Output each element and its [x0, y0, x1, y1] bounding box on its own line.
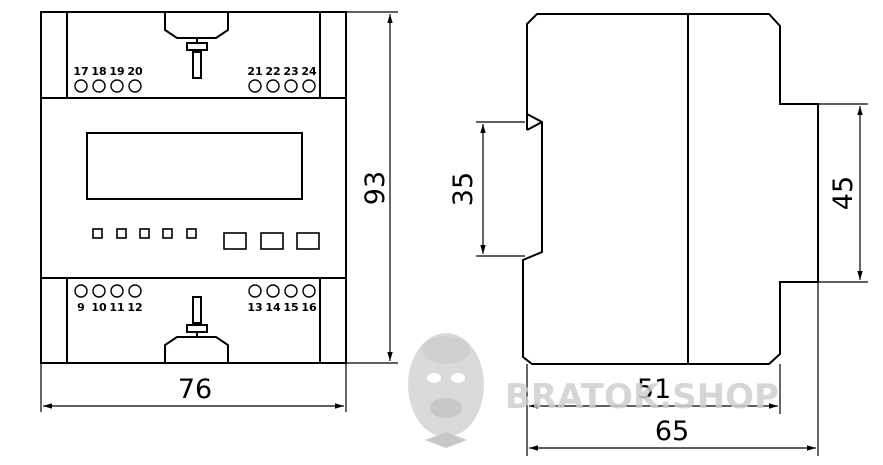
- terminal-label: 9: [77, 301, 85, 314]
- bottom-screws: [74, 284, 316, 298]
- width-label: 76: [178, 374, 212, 405]
- top-clip-stem: [192, 51, 202, 79]
- terminal-screw: [248, 79, 262, 93]
- terminal-label: 23: [283, 65, 298, 78]
- terminal-screw: [92, 284, 106, 298]
- terminal-screw: [248, 284, 262, 298]
- bottom-clip-stem: [192, 296, 202, 324]
- terminal-label: 20: [127, 65, 143, 78]
- terminal-label: 14: [265, 301, 281, 314]
- side-view: [522, 13, 819, 365]
- front-depth-label: 45: [828, 176, 859, 210]
- terminal-screw: [284, 79, 298, 93]
- side-dimensions: [476, 103, 868, 456]
- indicator: [186, 228, 197, 239]
- indicator: [116, 228, 127, 239]
- terminal-screw: [266, 284, 280, 298]
- indicator: [139, 228, 150, 239]
- lcd-display: [86, 132, 303, 200]
- top-screws: [74, 79, 316, 93]
- terminal-screw: [92, 79, 106, 93]
- top-clip-bar: [186, 42, 208, 51]
- terminal-screw: [266, 79, 280, 93]
- terminal-screw: [110, 79, 124, 93]
- indicator: [162, 228, 173, 239]
- terminal-screw: [128, 284, 142, 298]
- terminal-label: 15: [283, 301, 298, 314]
- terminal-screw: [284, 284, 298, 298]
- terminal-labels: 17 18 19 20 21 22 23 24 9 10 11 12 13 14…: [73, 65, 317, 314]
- indicator-row: [92, 228, 197, 239]
- gorilla-logo-icon: [408, 333, 484, 448]
- watermark-text: BRATOK.SHOP: [505, 377, 779, 417]
- total-depth-label: 65: [655, 416, 689, 447]
- bottom-din-clip: [164, 336, 229, 363]
- height-label: 93: [360, 171, 391, 205]
- terminal-screw: [74, 284, 88, 298]
- side-outline: [522, 13, 819, 365]
- terminal-label: 12: [127, 301, 142, 314]
- terminal-label: 16: [301, 301, 317, 314]
- front-view: [40, 11, 347, 364]
- terminal-label: 22: [265, 65, 280, 78]
- terminal-label: 10: [91, 301, 107, 314]
- rail-notch: [526, 121, 543, 131]
- rail-label: 35: [448, 172, 479, 206]
- terminal-label: 17: [73, 65, 88, 78]
- terminal-label: 18: [91, 65, 106, 78]
- front-button: [296, 232, 320, 250]
- top-din-clip: [164, 12, 229, 39]
- terminal-label: 13: [247, 301, 262, 314]
- terminal-label: 24: [301, 65, 317, 78]
- terminal-screw: [74, 79, 88, 93]
- terminal-screw: [128, 79, 142, 93]
- body-depth-label: 51: [637, 374, 671, 405]
- terminal-screw: [302, 284, 316, 298]
- terminal-screw: [302, 79, 316, 93]
- terminal-screw: [110, 284, 124, 298]
- front-dimensions: [40, 11, 398, 412]
- bottom-clip-bar: [186, 324, 208, 333]
- front-button: [223, 232, 247, 250]
- button-row: [223, 232, 320, 250]
- terminal-label: 11: [109, 301, 124, 314]
- indicator: [92, 228, 103, 239]
- terminal-label: 21: [247, 65, 262, 78]
- terminal-label: 19: [109, 65, 124, 78]
- front-button: [260, 232, 284, 250]
- middle-panel: [40, 97, 347, 279]
